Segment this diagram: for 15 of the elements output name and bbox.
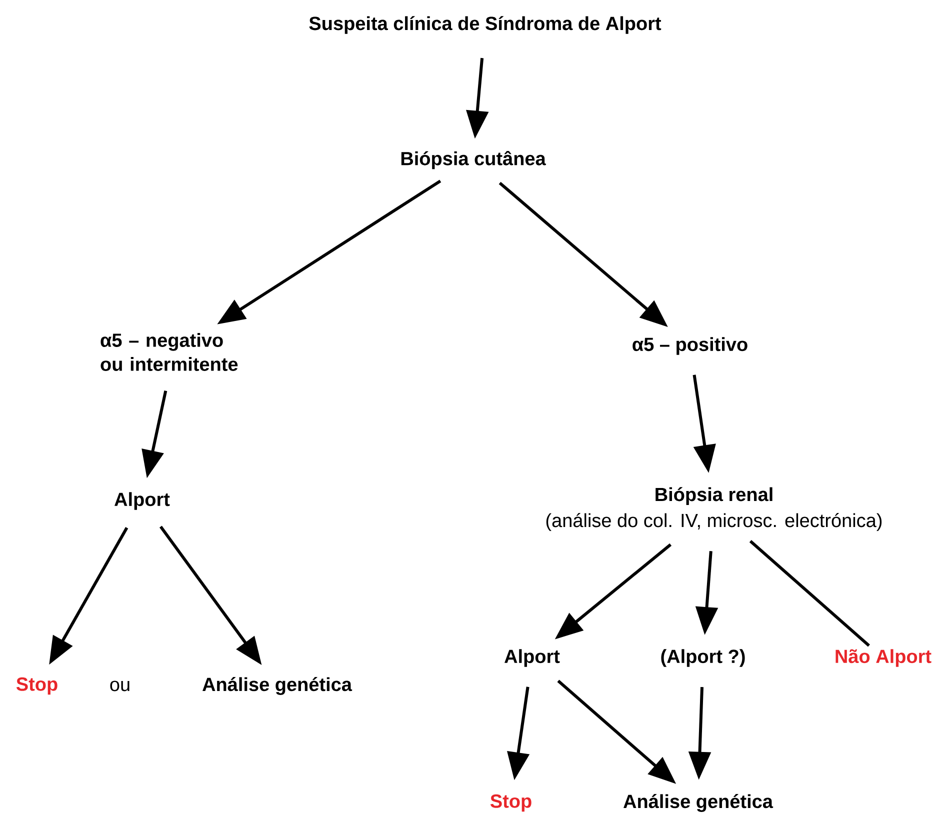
step-text: α5 – negativo ou intermitente	[100, 333, 238, 371]
connector-word: ou	[110, 680, 130, 692]
step-text: Biópsia cutânea	[401, 150, 546, 170]
step-text: Alport	[504, 649, 560, 667]
step-text: α5 – positivo	[632, 337, 748, 355]
step-text: Alport	[114, 492, 170, 510]
heading-text: Suspeita clínica de Síndroma de Alport	[309, 16, 662, 34]
step-text: Análise genética	[202, 677, 352, 695]
step-text: (Alport ?)	[661, 649, 745, 667]
outcome-text: Não Alport	[836, 649, 932, 667]
outcome-text: Stop	[16, 677, 58, 695]
step-text: Análise genética	[624, 794, 774, 812]
connector-line	[749, 540, 870, 647]
outcome-text: Stop	[490, 794, 532, 812]
step-text: Biópsia renal (análise do col. IV, microsc. electrónica)	[546, 487, 882, 531]
